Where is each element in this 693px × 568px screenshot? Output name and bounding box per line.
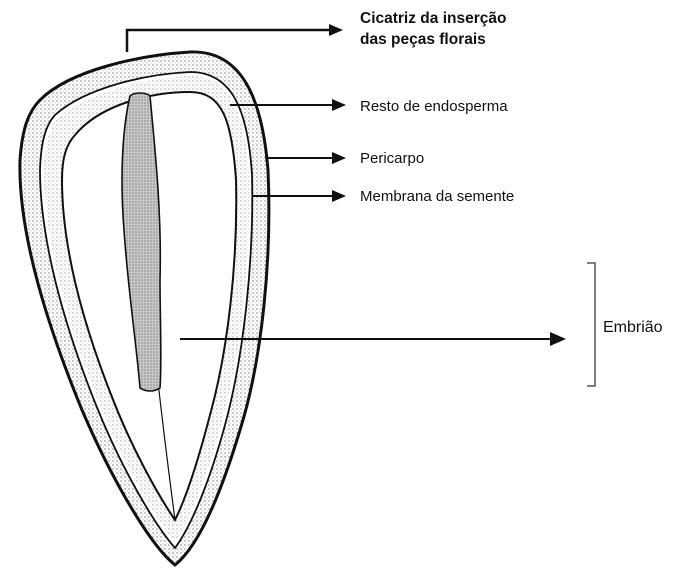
embryo-arrowhead [550, 332, 566, 346]
pericarp-label: Pericarpo [360, 149, 424, 169]
membrane-arrowhead [332, 190, 346, 202]
seed-membrane-label: Membrana da semente [360, 187, 514, 207]
cicatrix-pointer [127, 30, 330, 52]
pericarp-arrowhead [332, 152, 346, 164]
cicatrix-label-line2: das peças florais [360, 29, 506, 50]
endosperm-label: Resto de endosperma [360, 97, 508, 117]
cicatrix-arrowhead [329, 24, 343, 36]
cicatrix-label: Cicatriz da inserção das peças florais [360, 8, 506, 50]
cicatrix-label-line1: Cicatriz da inserção [360, 8, 506, 29]
endosperm-arrowhead [332, 99, 346, 111]
embryo-bracket [587, 263, 595, 386]
embryo-label: Embrião [603, 318, 663, 338]
